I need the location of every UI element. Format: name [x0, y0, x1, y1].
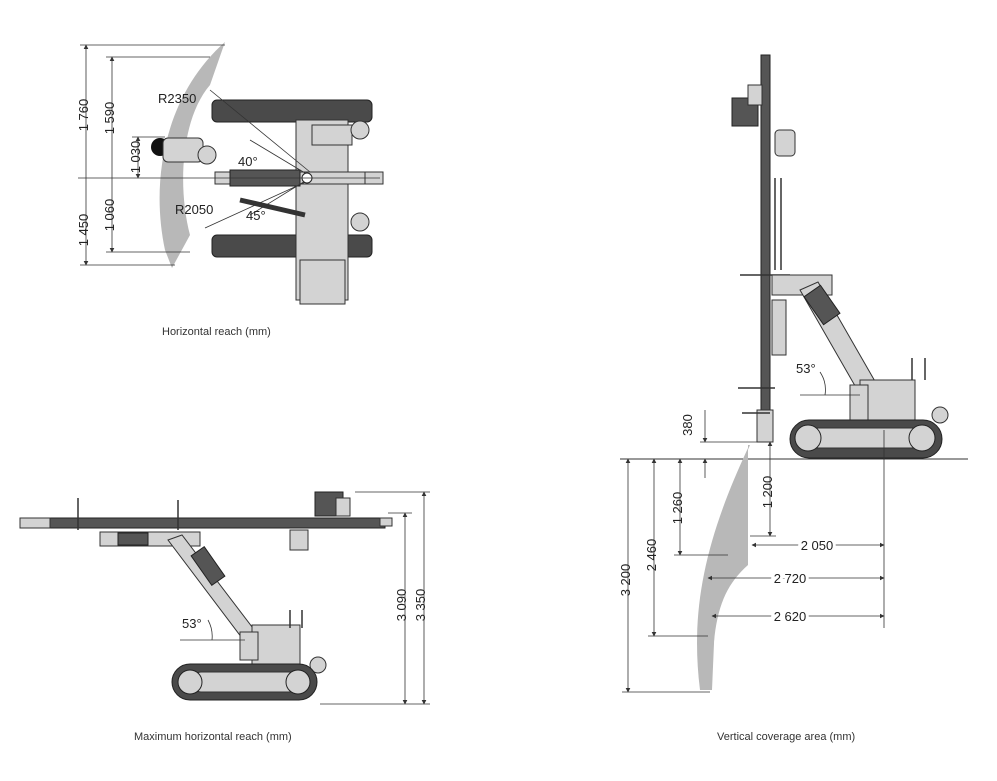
horizontal-reach-zone: [159, 42, 225, 268]
top-dim-outer-2: 1 450: [76, 214, 91, 247]
top-view-drawing: 1 760 1 450 1 590 1 060 1 030 R2350 R205…: [76, 42, 384, 305]
vertical-dim-h-2: 2 720: [774, 571, 807, 586]
vertical-dim-left-3: 1 260: [670, 492, 685, 525]
top-track-upper: [211, 99, 373, 123]
top-dim-outer-1: 1 760: [76, 99, 91, 132]
side-dim-1: 3 090: [394, 589, 409, 622]
top-dim-inner-1: 1 590: [102, 102, 117, 135]
top-radius-label-2: R2050: [175, 202, 213, 217]
vertical-dim-h-1: 2 050: [801, 538, 834, 553]
side-body: [251, 624, 301, 666]
vertical-angle-label: 53°: [796, 361, 816, 376]
side-mast: [44, 517, 386, 529]
vertical-dim-380: 380: [680, 414, 695, 436]
top-dim-inner-2: 1 060: [102, 199, 117, 232]
top-radius-label-1: R2350: [158, 91, 196, 106]
top-dim-center: 1 030: [128, 141, 143, 174]
top-angle-label-1: 40°: [238, 154, 258, 169]
caption-horizontal-reach: Horizontal reach (mm): [162, 326, 271, 338]
top-drill-head: [162, 137, 204, 163]
top-angle-label-2: 45°: [246, 208, 266, 223]
caption-vertical-coverage: Vertical coverage area (mm): [717, 731, 856, 743]
vertical-dim-left-1: 3 200: [618, 564, 633, 597]
side-view-drawing: 53° 3 090 3 350: [19, 491, 430, 705]
vertical-mast: [760, 54, 771, 426]
vertical-dim-1200: 1 200: [760, 476, 775, 509]
vertical-dim-left-2: 2 460: [644, 539, 659, 572]
vertical-view-drawing: 53° 380 3 200 2 460 1 260 1 200 2 050 2 …: [618, 54, 968, 693]
vertical-dim-h-3: 2 620: [774, 609, 807, 624]
side-dim-2: 3 350: [413, 589, 428, 622]
caption-max-horizontal-reach: Maximum horizontal reach (mm): [134, 731, 292, 743]
side-angle-label: 53°: [182, 616, 202, 631]
